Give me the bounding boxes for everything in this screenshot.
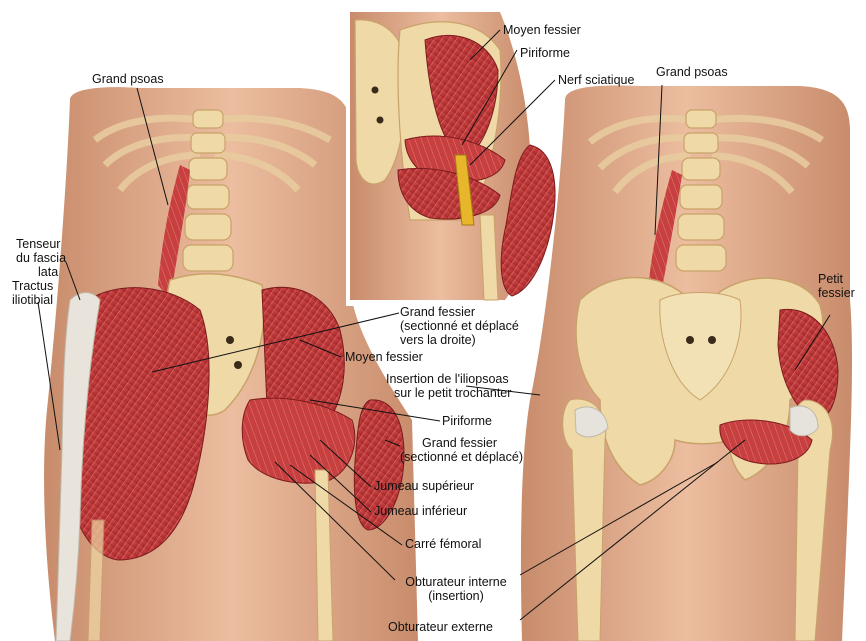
label-tractus-line1: Tractus [12,279,53,293]
right-torso [521,86,852,641]
label-petit-fessier-line2: fessier [818,286,855,300]
label-insertion-iliopsoas: Insertion de l'iliopsoas sur le petit tr… [386,372,511,400]
label-grand-fessier-deplace-droite: Grand fessier (sectionné et déplacé vers… [400,305,519,347]
label-tenseur-fascia-lata: Tenseur du fascia lata [16,237,66,279]
label-petit-fessier: Petit fessier [818,272,855,300]
label-tenseur-line1: Tenseur [16,237,66,251]
label-grand-fessier-line3: vers la droite) [400,333,519,347]
label-piriforme-mid: Piriforme [442,414,492,428]
label-grand-fessier2-line2: (sectionné et déplacé) [400,450,523,464]
label-obturateur-externe: Obturateur externe [388,620,493,634]
label-grand-fessier-line2: (sectionné et déplacé [400,319,519,333]
label-jumeau-superieur: Jumeau supérieur [374,479,474,493]
label-tractus-line2: iliotibial [12,293,53,307]
label-petit-fessier-line1: Petit [818,272,855,286]
label-tractus-iliotibial: Tractus iliotibial [12,279,53,307]
label-grand-fessier2-line1: Grand fessier [400,436,523,450]
label-obturateur-interne-line1: Obturateur interne [393,575,519,589]
label-moyen-fessier-mid: Moyen fessier [345,350,423,364]
label-obturateur-interne-line2: (insertion) [393,589,519,603]
label-iliopsoas-line2: sur le petit trochanter [386,386,511,400]
label-tenseur-line2: du fascia [16,251,66,265]
label-grand-psoas-left: Grand psoas [92,72,164,86]
label-piriforme-top: Piriforme [520,46,570,60]
label-iliopsoas-line1: Insertion de l'iliopsoas [386,372,511,386]
label-carre-femoral: Carré fémoral [405,537,481,551]
label-tenseur-line3: lata [16,265,66,279]
label-grand-psoas-right: Grand psoas [656,65,728,79]
label-obturateur-interne: Obturateur interne (insertion) [393,575,519,603]
label-jumeau-inferieur: Jumeau inférieur [374,504,467,518]
label-nerf-sciatique: Nerf sciatique [558,73,634,87]
label-grand-fessier-line1: Grand fessier [400,305,519,319]
label-moyen-fessier-top: Moyen fessier [503,23,581,37]
label-grand-fessier-deplace: Grand fessier (sectionné et déplacé) [400,436,523,464]
